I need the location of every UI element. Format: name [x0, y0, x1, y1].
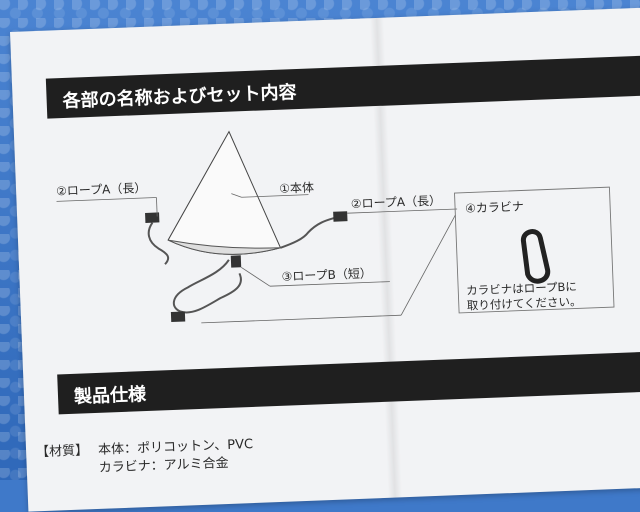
- label-rope-a-right: ②ロープA（長）: [350, 193, 442, 212]
- cone-body-shape: [167, 130, 282, 255]
- carabiner-material: カラビナ：アルミ合金: [98, 455, 229, 476]
- rope-a-right-coil: [280, 216, 336, 249]
- rope-a-left-clip: [145, 212, 160, 223]
- rope-a-right-clip: [333, 211, 348, 222]
- spec-section-header: 製品仕様: [57, 351, 640, 415]
- label-rope-b: ③ロープB（短）: [281, 266, 373, 284]
- instruction-sheet: 各部の名称およびセット内容 ①本体 ②ロープA（長） ②ロープA（長） ③ロープ…: [10, 6, 640, 512]
- carabiner-icon: [520, 229, 551, 284]
- parts-diagram: [56, 130, 615, 324]
- rope-a-left-coil: [147, 222, 170, 265]
- spec-section-title: 製品仕様: [73, 384, 147, 408]
- label-rope-a-left: ②ロープA（長）: [55, 180, 147, 199]
- material-label: 【材質】: [35, 443, 89, 461]
- label-body: ①本体: [278, 180, 315, 196]
- rope-b-clip: [170, 311, 186, 323]
- carabiner-box: [454, 186, 615, 314]
- rope-b-stopper: [230, 255, 242, 268]
- label-carabiner: ④カラビナ: [464, 199, 525, 216]
